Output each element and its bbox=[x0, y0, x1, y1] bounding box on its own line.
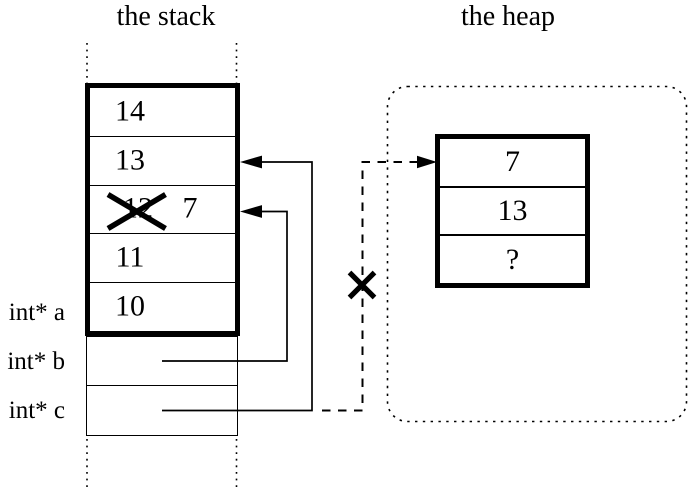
stack-cell-old-value: 12 bbox=[123, 191, 153, 225]
stack-cell-new-value: 7 bbox=[182, 191, 198, 225]
stack-cell-11: 11 bbox=[90, 233, 235, 282]
heap-cell-7: 7 bbox=[505, 145, 520, 179]
invalid-pointer-x-icon bbox=[347, 270, 377, 300]
heap-title: the heap bbox=[460, 1, 556, 32]
stack-cell-pointer-c bbox=[86, 385, 238, 436]
heap-cell-unknown: ? bbox=[440, 234, 585, 283]
pointer-label-c: int* c bbox=[8, 397, 65, 424]
heap-cell-13: 13 bbox=[440, 185, 585, 235]
stack-cell-pointer-b bbox=[86, 336, 238, 386]
pointer-label-a: int* a bbox=[8, 299, 65, 326]
stack-cell-10: 10 bbox=[90, 282, 235, 331]
stack-cell-value: 11 bbox=[115, 240, 145, 274]
pointer-b-arrowhead-icon bbox=[240, 205, 262, 218]
stack-cell-14: 14 bbox=[90, 88, 235, 136]
stack-cell-crossed-12: 12 7 bbox=[90, 184, 235, 234]
heap-box: 7 13 ? bbox=[435, 134, 590, 288]
stack-title: the stack bbox=[116, 1, 216, 32]
pointer-c-arrowhead-icon bbox=[240, 155, 262, 169]
stack-box: 14 13 12 7 11 10 bbox=[85, 83, 240, 336]
stack-cell-13: 13 bbox=[90, 135, 235, 185]
dangling-pointer-arrowhead-icon bbox=[417, 155, 437, 169]
stack-cell-value: 10 bbox=[115, 289, 145, 323]
dangling-pointer-dashed-line bbox=[322, 161, 419, 412]
stack-cell-value: 14 bbox=[115, 94, 145, 128]
stack-cell-value: 13 bbox=[115, 143, 145, 177]
pointer-label-b: int* b bbox=[7, 348, 65, 375]
